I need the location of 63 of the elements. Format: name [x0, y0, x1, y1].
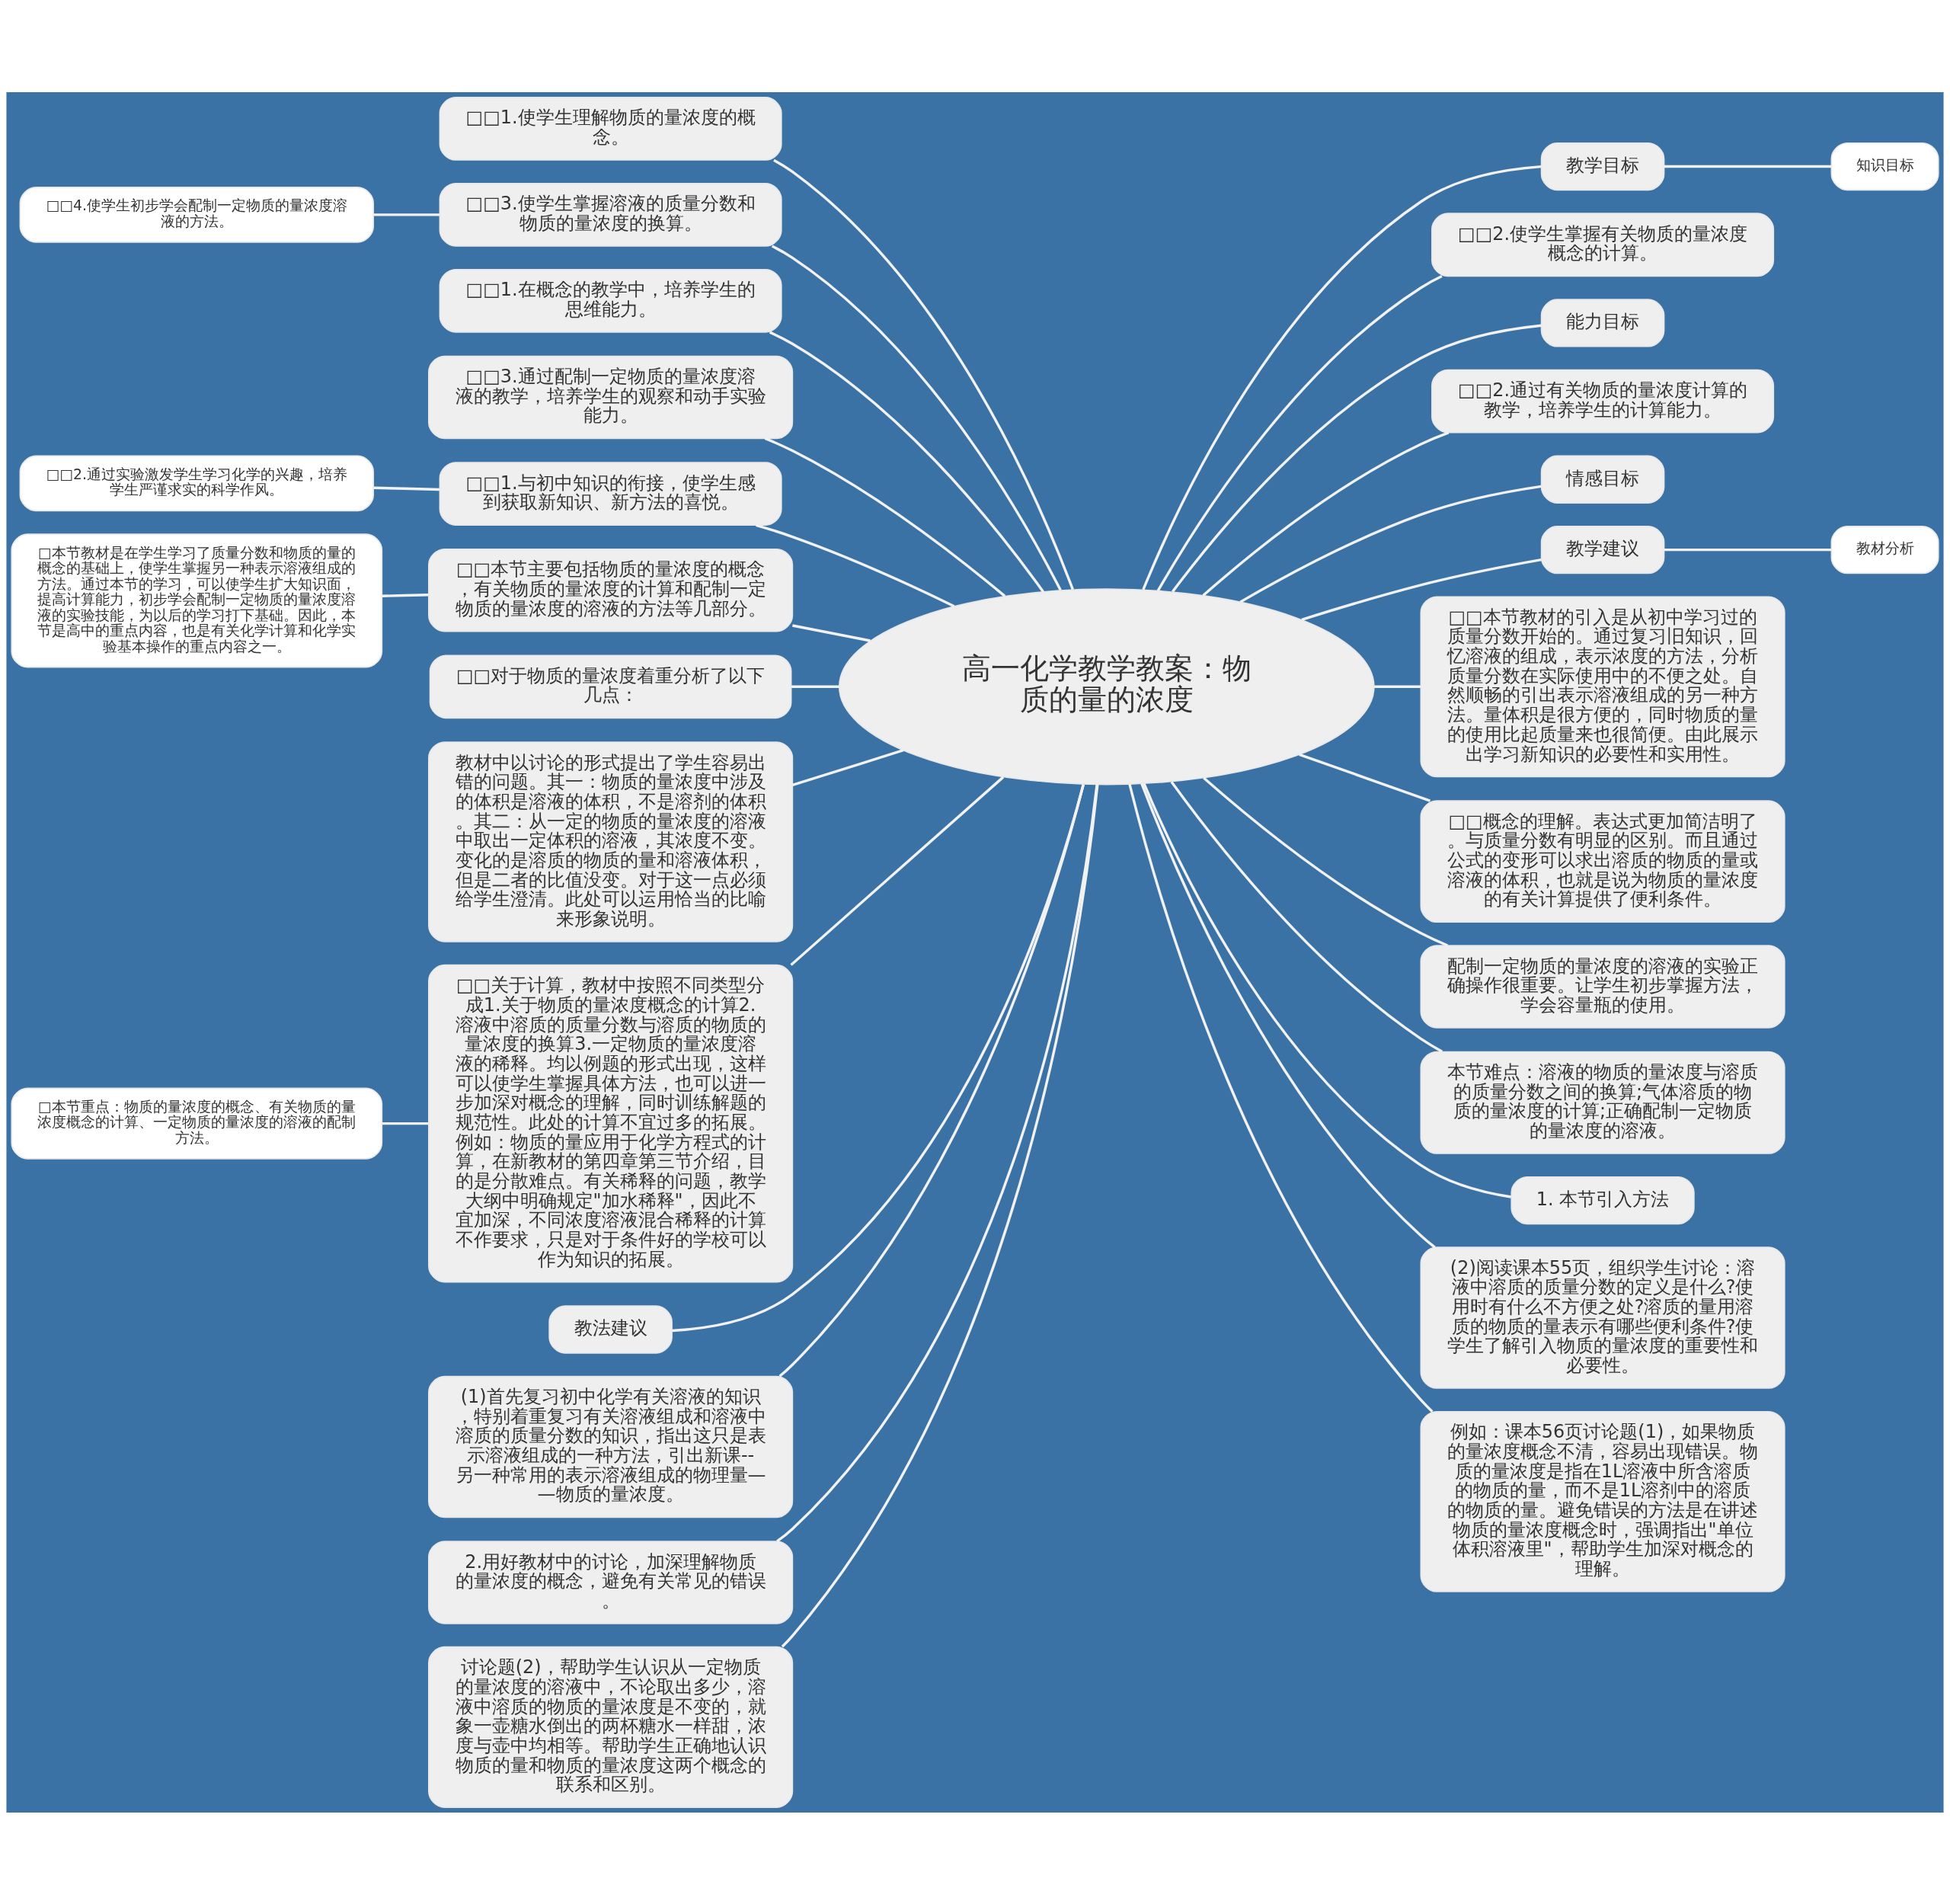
node-box: □□4.使学生初步学会配制一定物质的量浓度溶液的方法。 [19, 186, 374, 243]
connector [1239, 485, 1542, 603]
node-box: 知识目标 [1830, 142, 1939, 190]
node-box: 教学建议 [1540, 525, 1665, 574]
node-box: □□本节教材的引入是从初中学习过的质量分数开始的。通过复习旧知识，回忆溶液的组成，表示浓度的方法，分析质量分数在实际使用中的不便之处。自然顺畅的引出表示溶液组成的另一种方法。量体积是很方便的，同时物质的量的使用比起质量来也很简便。由此展示出学习新知识的必要性和实用性。 [1420, 595, 1785, 777]
connector [778, 783, 1085, 1378]
connector [1172, 324, 1542, 593]
connector [1170, 780, 1443, 1053]
connector [756, 523, 955, 607]
node-box: 教法建议 [548, 1304, 673, 1354]
connector [771, 245, 1062, 590]
connector [672, 783, 1085, 1332]
connector [1156, 274, 1443, 591]
node-box: 能力目标 [1540, 298, 1665, 347]
connector [792, 623, 871, 642]
node-box: □□2.使学生掌握有关物质的量浓度概念的计算。 [1431, 212, 1775, 277]
connector [764, 437, 1006, 597]
node-box: 2.用好教材中的讨论，加深理解物质的量浓度的概念，避免有关常见的错误。 [428, 1540, 794, 1624]
connector [1301, 558, 1542, 621]
connector [382, 593, 429, 597]
connector [791, 748, 904, 786]
node-box: 教学目标 [1540, 142, 1665, 190]
connector [769, 331, 1044, 593]
node-box: 教材分析 [1830, 525, 1939, 574]
node-box: □□3.使学生掌握溶液的质量分数和物质的量浓度的换算。 [439, 182, 782, 247]
node-box: □本节重点：物质的量浓度的概念、有关物质的量浓度概念的计算、一定物质的量浓度的溶液的配制方法。 [11, 1087, 383, 1160]
connector [790, 776, 1005, 966]
node-box: □□对于物质的量浓度着重分析了以下几点： [429, 654, 792, 718]
connector [1143, 782, 1511, 1198]
connector [373, 486, 440, 491]
node-box: □□2.通过有关物质的量浓度计算的教学，培养学生的计算能力。 [1431, 369, 1775, 433]
connector [1203, 776, 1449, 947]
connector [1664, 165, 1832, 168]
connector [1299, 753, 1431, 802]
connector [773, 158, 1074, 590]
node-box: □本节教材是在学生学习了质量分数和物质的量的概念的基础上，使学生掌握另一种表示溶液组成的方法。通过本节的学习，可以使学生扩大知识面，提高计算能力，初步学会配制一定物质的量浓度溶液的实验技能，为以后的学习打下基础。因此，本节是高中的重点内容，也是有关化学计算和化学实验基本操作的重点内容之一。 [11, 533, 383, 667]
node-box: □□概念的理解。表达式更加简洁明了。与质量分数有明显的区别。而且通过公式的变形可以求出溶质的物质的量或溶液的体积，也就是说为物质的量浓度的有关计算提供了便利条件。 [1420, 799, 1785, 923]
connector [373, 213, 440, 216]
connector [1142, 165, 1542, 590]
node-box: □□3.通过配制一定物质的量浓度溶液的教学，培养学生的观察和动手实验能力。 [428, 355, 794, 439]
connector [1140, 782, 1436, 1248]
node-box: □□1.使学生理解物质的量浓度的概念。 [439, 96, 782, 161]
node-box: 讨论题(2)，帮助学生认识从一定物质的量浓度的溶液中，不论取出多少，溶液中溶质的物质的量浓度是不变的，就象一壶糖水倒出的两杯糖水一样甜，浓度与壶中均相等。帮助学生正确地认识物质的量和物质的量浓度这两个概念的联系和区别。 [428, 1646, 794, 1808]
node-box: 1. 本节引入方法 [1510, 1176, 1695, 1224]
node-box: (1)首先复习初中化学有关溶液的知识，特别着重复习有关溶液组成和溶液中溶质的质量分数的知识，指出这只是表示溶液组成的一种方法，引出新课--另一种常用的表示溶液组成的物理量——物质的量浓度。 [428, 1375, 794, 1518]
node-box: 例如：课本56页讨论题(1)，如果物质的量浓度概念不清，容易出现错误。物质的量浓度是指在1L溶液中所含溶质的物质的量，而不是1L溶剂中的溶质的物质的量。避免错误的方法是在讲述物质的量浓度概念时，强调指出"单位体积溶液里"，帮助学生加深对概念的理解。 [1420, 1410, 1785, 1592]
node-box: □□1.与初中知识的衔接，使学生感到获取新知识、新方法的喜悦。 [439, 461, 782, 526]
node-box: □□2.通过实验激发学生学习化学的兴趣，培养学生严谨求实的科学作风。 [19, 455, 374, 511]
node-box: 本节难点：溶液的物质的量浓度与溶质的质量分数之间的换算;气体溶质的物质的量浓度的计算;正确配制一定物质的量浓度的溶液。 [1420, 1051, 1785, 1154]
node-box: 情感目标 [1540, 455, 1665, 504]
node-box: □□本节主要包括物质的量浓度的概念，有关物质的量浓度的计算和配制一定物质的量浓度的溶液的方法等几部分。 [428, 548, 794, 632]
node-box: 配制一定物质的量浓度的溶液的实验正确操作很重要。让学生初步掌握方法，学会容量瓶的使用。 [1420, 944, 1785, 1029]
connector [1128, 783, 1434, 1413]
connector [791, 685, 839, 688]
node-box: □□1.在概念的教学中，培养学生的思维能力。 [439, 268, 782, 333]
connector [1202, 430, 1450, 597]
node-ellipse: 高一化学教学教案：物质的量的浓度 [838, 587, 1375, 785]
connector [382, 1122, 429, 1125]
node-box: 教材中以讨论的形式提出了学生容易出错的问题。其一：物质的量浓度中涉及的体积是溶液的体积，不是溶剂的体积。其二：从一定的物质的量浓度的溶液中取出一定体积的溶液，其浓度不变。变化的是溶质的物质的量和溶液体积，但是二者的比值没变。对于这一点必须给学生澄清。此处可以运用恰当的比喻来形象说明。 [428, 741, 794, 942]
connector [1664, 548, 1832, 551]
node-box: (2)阅读课本55页，组织学生讨论：溶液中溶质的质量分数的定义是什么?使用时有什么不方便之处?溶质的量用溶质的物质的量表示有哪些便利条件?使学生了解引入物质的量浓度的重要性和必要性。 [1420, 1246, 1785, 1389]
node-box: □□关于计算，教材中按照不同类型分成1.关于物质的量浓度概念的计算2.溶液中溶质的质量分数与溶质的物质的量浓度的换算3.一定物质的量浓度溶液的稀释。均以例题的形式出现，这样可以使学生掌握具体方法，也可以进一步加深对概念的理解，同时训练解题的规范性。此处的计算不宜过多的拓展。例如：物质的量应用于化学方程式的计算，在新教材的第四章第三节介绍，目的是分散难点。有关稀释的问题，教学大纲中明确规定"加水稀释"，因此不宜加深，不同浓度溶液混合稀释的计算不作要求，只是对于条件好的学校可以作为知识的拓展。 [428, 964, 794, 1282]
connector [1374, 685, 1421, 688]
